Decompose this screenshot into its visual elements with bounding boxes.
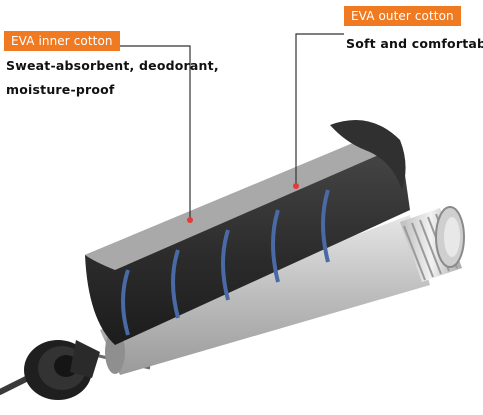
inner-cotton-description-line-2: moisture-proof: [6, 82, 115, 97]
outer-cotton-description: Soft and comfortable: [346, 32, 483, 56]
end-cap: [24, 340, 100, 400]
inner-cotton-label: EVA inner cotton: [4, 31, 120, 51]
inner-layer-bands: [121, 189, 330, 336]
inner-cotton-description: Sweat-absorbent, deodorant, moisture-pro…: [6, 54, 219, 102]
callout-leaders: [90, 33, 344, 223]
threaded-end: [400, 206, 465, 282]
outer-cotton-description-line-1: Soft and comfortable: [346, 36, 483, 51]
inner-cotton-description-line-1: Sweat-absorbent, deodorant,: [6, 58, 219, 73]
outer-cotton-label: EVA outer cotton: [344, 6, 461, 26]
foam-cylinder: [85, 120, 410, 345]
